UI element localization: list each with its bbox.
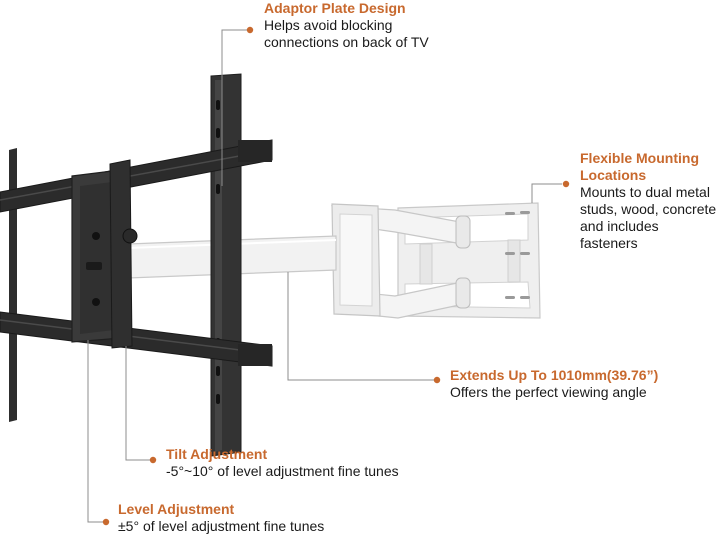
leader-adaptor: [221, 29, 248, 186]
leader-level: [87, 340, 104, 523]
leader-tilt: [125, 346, 150, 461]
bullet-extends: [433, 376, 441, 384]
callout-bullets: [102, 26, 570, 526]
callout-flexible-title-line2: Locations: [580, 167, 647, 183]
callout-level-title: Level Adjustment: [118, 501, 235, 517]
callout-adaptor-desc-line1: Helps avoid blocking: [264, 17, 393, 33]
callout-flexible-desc-line3: and includes fasteners: [580, 218, 659, 251]
callout-adaptor-desc-line2: connections on back of TV: [264, 34, 429, 50]
callout-tilt-adjustment: Tilt Adjustment -5°~10° of level adjustm…: [166, 446, 399, 480]
bullet-adaptor: [246, 26, 254, 34]
callout-tilt-desc: -5°~10° of level adjustment fine tunes: [166, 463, 399, 479]
callout-adaptor-title: Adaptor Plate Design: [264, 0, 406, 16]
leader-extends: [287, 272, 434, 381]
bullet-flexible: [562, 180, 570, 188]
callout-flexible-mounting: Flexible Mounting Locations Mounts to du…: [580, 150, 720, 252]
callout-level-desc: ±5° of level adjustment fine tunes: [118, 518, 325, 534]
callout-adaptor-plate: Adaptor Plate Design Helps avoid blockin…: [264, 0, 429, 51]
callout-extends: Extends Up To 1010mm(39.76”) Offers the …: [450, 367, 658, 401]
callout-flexible-desc-line2: studs, wood, concrete: [580, 201, 717, 217]
bullet-tilt: [149, 456, 157, 464]
callout-extends-desc: Offers the perfect viewing angle: [450, 384, 647, 400]
callout-leaders: [87, 29, 562, 523]
tv-bracket: [0, 73, 273, 457]
callout-extends-title: Extends Up To 1010mm(39.76”): [450, 367, 659, 383]
callout-flexible-desc-line1: Mounts to dual metal: [580, 184, 710, 200]
callout-level-adjustment: Level Adjustment ±5° of level adjustment…: [118, 501, 324, 535]
callout-flexible-title-line1: Flexible Mounting: [580, 150, 699, 166]
bullet-level: [102, 518, 110, 526]
leader-flexible: [531, 183, 562, 203]
callout-tilt-title: Tilt Adjustment: [166, 446, 268, 462]
